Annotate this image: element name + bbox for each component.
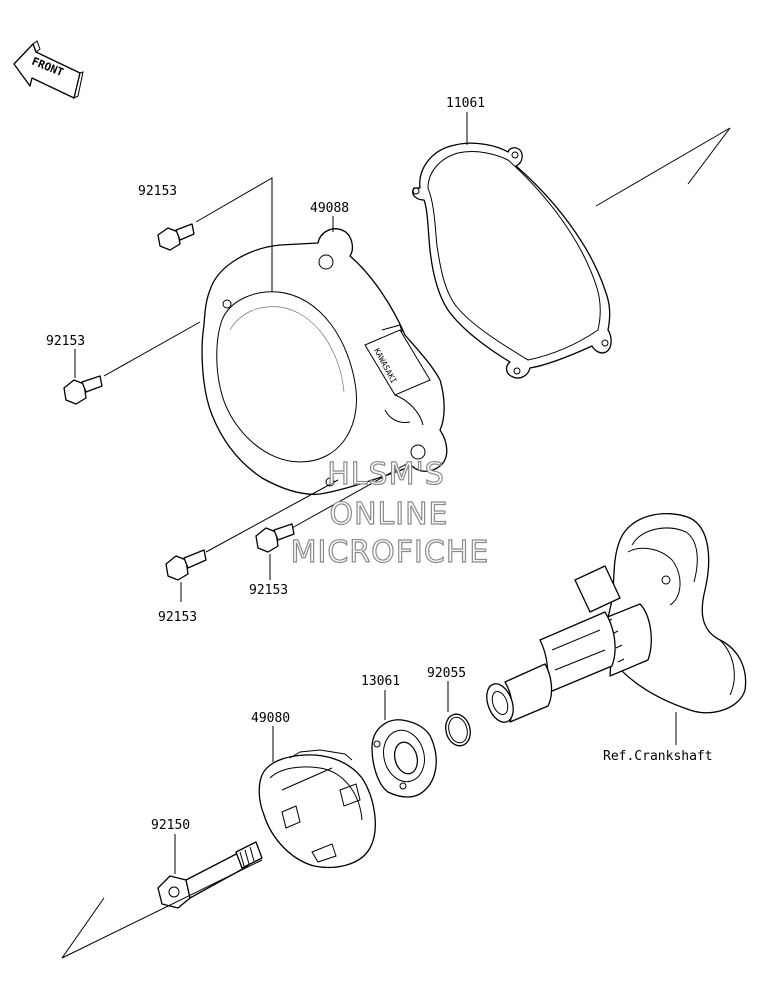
label-49088: 49088: [310, 201, 349, 216]
label-92150: 92150: [151, 818, 190, 833]
front-arrow-icon: FRONT: [13, 40, 84, 99]
label-49080: 49080: [251, 711, 290, 726]
watermark-line-2: ONLINE: [329, 497, 448, 532]
generator-cover-49088: KAWASAKI: [201, 228, 448, 495]
label-92055: 92055: [427, 666, 466, 681]
label-92153-bottom-left: 92153: [158, 610, 197, 625]
crankshaft: [486, 512, 747, 723]
bolt-92153-bottom-mid: [255, 523, 295, 553]
watermark-line-1: HLSM'S: [327, 457, 445, 492]
label-11061: 11061: [446, 96, 485, 111]
label-92153-bottom-mid: 92153: [249, 583, 288, 598]
label-13061: 13061: [361, 674, 400, 689]
bolt-92150: [157, 841, 263, 909]
watermark-line-3: MICROFICHE: [291, 535, 490, 570]
label-92153-left: 92153: [46, 334, 85, 349]
bolt-92153-top: [157, 223, 195, 251]
bolt-92153-bottom-left: [165, 549, 207, 581]
hub-13061: [371, 719, 437, 798]
circlip-92055: [445, 713, 471, 747]
gasket-11061: [412, 142, 612, 379]
label-92153-top: 92153: [138, 184, 177, 199]
label-ref-crankshaft: Ref.Crankshaft: [603, 749, 713, 764]
bolt-92153-left: [63, 375, 103, 405]
rotor-49080: [258, 749, 376, 869]
watermark: HLSM'S ONLINE MICROFICHE: [290, 456, 490, 570]
